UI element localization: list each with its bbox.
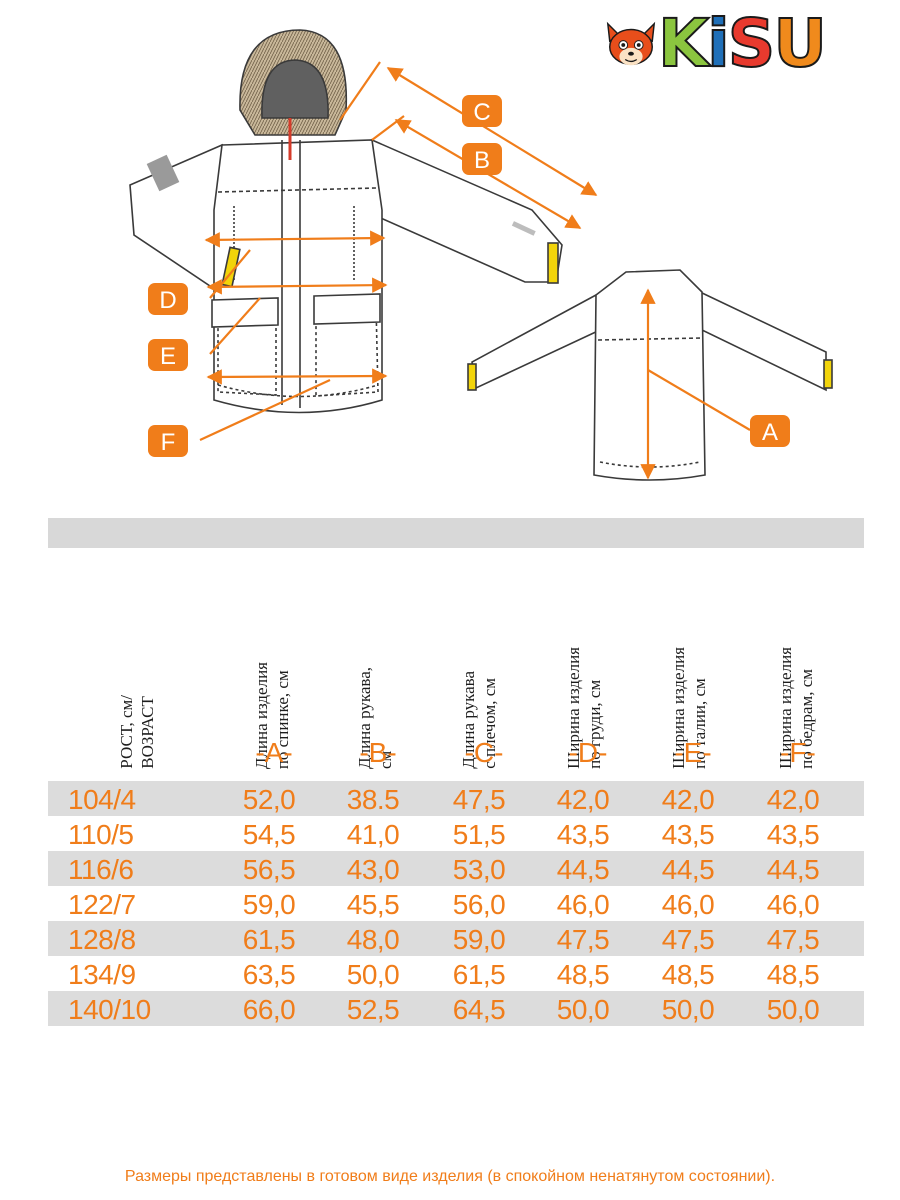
logo-letter-s: S <box>727 5 777 83</box>
cell-e: 44,5 <box>661 854 715 885</box>
cell-e: 43,5 <box>661 819 715 850</box>
logo-wordmark: KiSU <box>657 5 828 83</box>
cell-f: 50,0 <box>766 994 820 1025</box>
cell-b: 50,0 <box>346 959 400 990</box>
badge-d: D <box>148 283 188 315</box>
cell-d: 50,0 <box>556 994 610 1025</box>
cell-d: 44,5 <box>556 854 610 885</box>
cell-e: 47,5 <box>661 924 715 955</box>
badge-e: E <box>148 339 188 371</box>
cell-f: 47,5 <box>766 924 820 955</box>
badge-e-label: E <box>160 343 176 370</box>
cell-d: 48,5 <box>556 959 610 990</box>
table-top-bar <box>48 518 864 548</box>
badge-f: F <box>148 425 188 457</box>
badge-c-label: C <box>473 99 490 126</box>
table-row: 110/5 54,5 41,0 51,5 43,5 43,5 43,5 <box>48 816 864 851</box>
cell-e: 42,0 <box>661 784 715 815</box>
column-letter-f: -F- <box>780 737 816 768</box>
column-letter-b: -B- <box>359 737 397 768</box>
column-letter-e: -E- <box>674 737 712 768</box>
cell-b: 48,0 <box>346 924 400 955</box>
kisu-logo: KiSU <box>600 5 840 83</box>
badge-d-label: D <box>159 287 176 314</box>
front-jacket <box>129 29 563 414</box>
cell-a: 56,5 <box>242 854 296 885</box>
jacket-diagram: C B D E F A <box>129 29 833 481</box>
cell-size: 122/7 <box>68 889 136 920</box>
badge-b: B <box>462 143 502 175</box>
cell-c: 47,5 <box>452 784 506 815</box>
cell-b: 38.5 <box>346 784 400 815</box>
table-row: 134/9 63,5 50,0 61,5 48,5 48,5 48,5 <box>48 956 864 991</box>
cell-f: 44,5 <box>766 854 820 885</box>
cell-size: 104/4 <box>68 784 136 815</box>
cell-a: 59,0 <box>242 889 296 920</box>
cell-size: 140/10 <box>68 994 151 1025</box>
cell-c: 59,0 <box>452 924 506 955</box>
cell-f: 42,0 <box>766 784 820 815</box>
cell-d: 47,5 <box>556 924 610 955</box>
cell-a: 52,0 <box>242 784 296 815</box>
cell-f: 48,5 <box>766 959 820 990</box>
table-row: 140/10 66,0 52,5 64,5 50,0 50,0 50,0 <box>48 991 864 1026</box>
cell-a: 61,5 <box>242 924 296 955</box>
cell-e: 46,0 <box>661 889 715 920</box>
back-jacket <box>467 269 833 481</box>
cell-size: 110/5 <box>68 819 134 850</box>
table-row: 122/7 59,0 45,5 56,0 46,0 46,0 46,0 <box>48 886 864 921</box>
cell-e: 50,0 <box>661 994 715 1025</box>
table-row: 128/8 61,5 48,0 59,0 47,5 47,5 47,5 <box>48 921 864 956</box>
cell-d: 42,0 <box>556 784 610 815</box>
cell-b: 52,5 <box>346 994 400 1025</box>
footnote: Размеры представлены в готовом виде изде… <box>124 1168 776 1185</box>
sleeve-tag <box>146 154 180 192</box>
cell-b: 41,0 <box>346 819 400 850</box>
cell-a: 54,5 <box>242 819 296 850</box>
cell-b: 45,5 <box>346 889 400 920</box>
header-size-label: РОСТ, см/ ВОЗРАСТ <box>117 695 157 769</box>
column-letter-d: -D- <box>568 737 608 768</box>
column-letter-c: -C- <box>464 737 504 768</box>
badge-c: C <box>462 95 502 127</box>
cell-c: 61,5 <box>452 959 506 990</box>
cell-c: 56,0 <box>452 889 506 920</box>
badge-a: A <box>750 415 790 447</box>
cell-f: 46,0 <box>766 889 820 920</box>
header-size: РОСТ, см/ ВОЗРАСТ <box>116 695 158 769</box>
table-row: 116/6 56,5 43,0 53,0 44,5 44,5 44,5 <box>48 851 864 886</box>
cell-a: 66,0 <box>242 994 296 1025</box>
logo-letter-k: K <box>657 5 710 83</box>
badge-a-label: A <box>762 419 778 446</box>
cell-f: 43,5 <box>766 819 820 850</box>
column-letter-a: -A- <box>255 737 293 768</box>
cell-c: 51,5 <box>452 819 506 850</box>
cell-a: 63,5 <box>242 959 296 990</box>
cell-e: 48,5 <box>661 959 715 990</box>
fox-icon <box>606 21 656 66</box>
cell-b: 43,0 <box>346 854 400 885</box>
cell-c: 53,0 <box>452 854 506 885</box>
badge-f-label: F <box>161 429 176 456</box>
cell-c: 64,5 <box>452 994 506 1025</box>
table-row: 104/4 52,0 38.5 47,5 42,0 42,0 42,0 <box>48 781 864 816</box>
badge-b-label: B <box>474 147 490 174</box>
logo-letter-u: U <box>772 5 828 83</box>
cell-d: 46,0 <box>556 889 610 920</box>
logo-letter-i: i <box>706 5 731 83</box>
cell-size: 134/9 <box>68 959 136 990</box>
cell-size: 128/8 <box>68 924 136 955</box>
cell-d: 43,5 <box>556 819 610 850</box>
size-table-body: 104/4 52,0 38.5 47,5 42,0 42,0 42,0 110/… <box>48 781 864 1026</box>
cell-size: 116/6 <box>68 854 134 885</box>
